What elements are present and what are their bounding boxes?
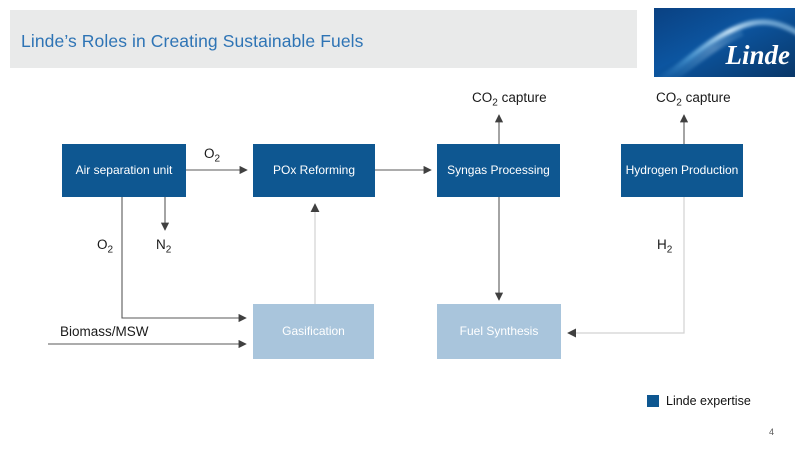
box-syngas-processing: Syngas Processing bbox=[437, 144, 560, 197]
legend-label: Linde expertise bbox=[666, 394, 751, 408]
box-label: Hydrogen Production bbox=[625, 162, 739, 177]
label-o2-feed: O2 bbox=[97, 237, 114, 256]
label-o2-asu-to-pox: O2 bbox=[204, 146, 221, 165]
box-label: Syngas Processing bbox=[447, 162, 550, 177]
label-h2-feed: H2 bbox=[657, 237, 673, 256]
page-number: 4 bbox=[769, 427, 775, 437]
logo-swoosh bbox=[646, 19, 800, 87]
box-label: Air separation unit bbox=[75, 162, 173, 177]
linde-logo-image: Linde bbox=[646, 8, 800, 92]
logo-wordmark: Linde bbox=[725, 40, 791, 70]
linde-logo: Linde bbox=[646, 8, 800, 92]
legend: Linde expertise bbox=[647, 394, 751, 408]
label-co2-capture-hydrogen: CO2 capture bbox=[656, 90, 731, 109]
box-gasification: Gasification bbox=[253, 304, 374, 359]
box-label: Fuel Synthesis bbox=[459, 323, 539, 338]
box-pox-reforming: POx Reforming bbox=[253, 144, 375, 197]
label-n2-vent: N2 bbox=[156, 237, 172, 256]
box-fuel-synthesis: Fuel Synthesis bbox=[437, 304, 561, 359]
legend-swatch-linde-expertise bbox=[647, 395, 659, 407]
box-label: POx Reforming bbox=[272, 162, 356, 177]
header-band: Linde’s Roles in Creating Sustainable Fu… bbox=[10, 10, 637, 68]
label-co2-capture-syngas: CO2 capture bbox=[472, 90, 547, 109]
label-biomass-msw: Biomass/MSW bbox=[60, 324, 149, 339]
arrow-asu-o2-to-gasification bbox=[121, 197, 247, 323]
page-title: Linde’s Roles in Creating Sustainable Fu… bbox=[21, 30, 364, 51]
box-air-separation-unit: Air separation unit bbox=[62, 144, 186, 197]
box-label: Gasification bbox=[282, 323, 345, 338]
box-hydrogen-production: Hydrogen Production bbox=[621, 144, 743, 197]
arrow-hydrogen-h2-to-fuel bbox=[567, 197, 685, 338]
